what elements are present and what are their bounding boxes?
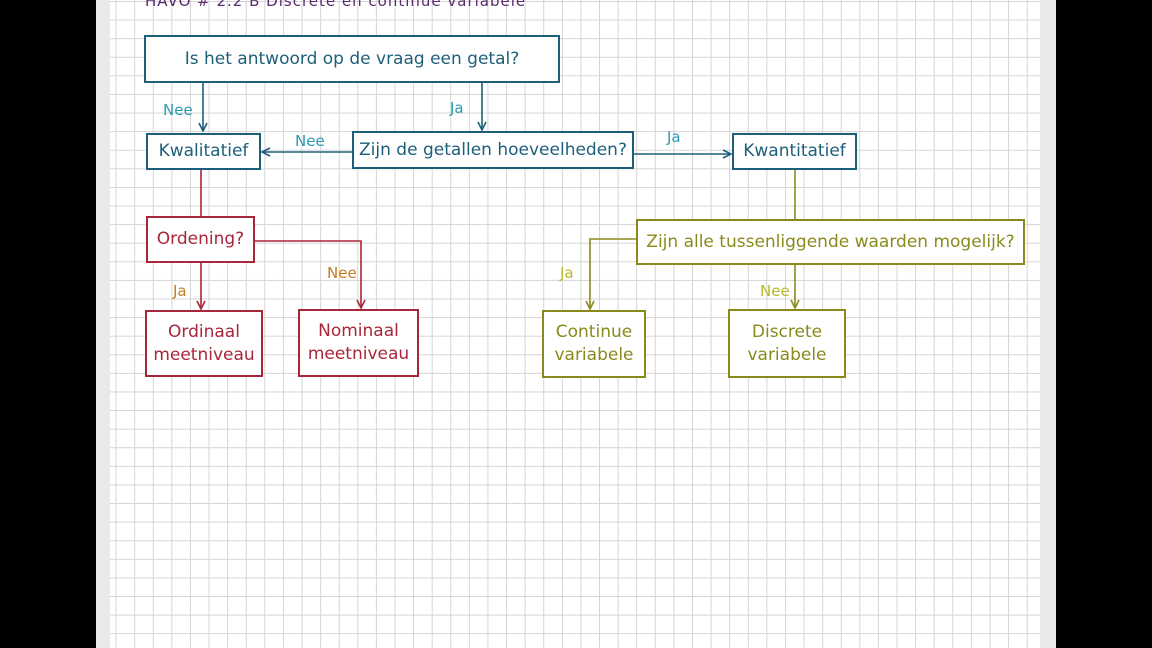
question-between-box: Zijn alle tussenliggende waarden mogelij… [636, 219, 1025, 265]
discrete-box: Discrete variabele [728, 309, 846, 378]
continuous-line-1: Continue [555, 322, 633, 343]
ordinal-box: Ordinaal meetniveau [145, 310, 263, 377]
continuous-line-2: variabele [554, 345, 634, 365]
label-ja-order: Ja [173, 282, 187, 300]
label-ja-between: Ja [560, 264, 574, 282]
nominal-box: Nominaal meetniveau [298, 309, 419, 377]
nominal-line-2: meetniveau [307, 344, 410, 364]
label-nee-number: Nee [163, 101, 193, 119]
discrete-line-1: Discrete [751, 321, 823, 342]
quantitative-box: Kwantitatief [732, 133, 857, 170]
question-quantities-text: Zijn de getallen hoeveelheden? [359, 139, 627, 160]
label-nee-between: Nee [760, 282, 790, 300]
question-between-text: Zijn alle tussenliggende waarden mogelij… [646, 231, 1015, 252]
page-heading: HAVO # 2.2 B Discrete en continue variab… [145, 0, 527, 10]
ordinal-line-2: meetniveau [153, 344, 255, 365]
quantitative-text: Kwantitatief [743, 141, 846, 162]
question-order-text: Ordening? [156, 229, 245, 250]
page-edge-left [96, 0, 110, 648]
discrete-line-2: variabele [747, 344, 827, 365]
continuous-box: Continue variabele [542, 310, 646, 378]
question-number-text: Is het antwoord op de vraag een getal? [184, 48, 520, 69]
nominal-line-1: Nominaal [318, 321, 399, 342]
ordinal-line-1: Ordinaal [168, 321, 240, 342]
question-number-box: Is het antwoord op de vraag een getal? [144, 35, 560, 83]
label-nee-quantities: Nee [295, 132, 325, 150]
question-quantities-box: Zijn de getallen hoeveelheden? [352, 131, 634, 169]
page-edge-right [1040, 0, 1056, 648]
qualitative-text: Kwalitatief [158, 141, 249, 162]
qualitative-box: Kwalitatief [146, 133, 261, 170]
question-order-box: Ordening? [146, 216, 255, 263]
label-ja-quantities: Ja [667, 128, 681, 146]
label-ja-number: Ja [450, 99, 464, 117]
label-nee-order: Nee [327, 264, 357, 282]
